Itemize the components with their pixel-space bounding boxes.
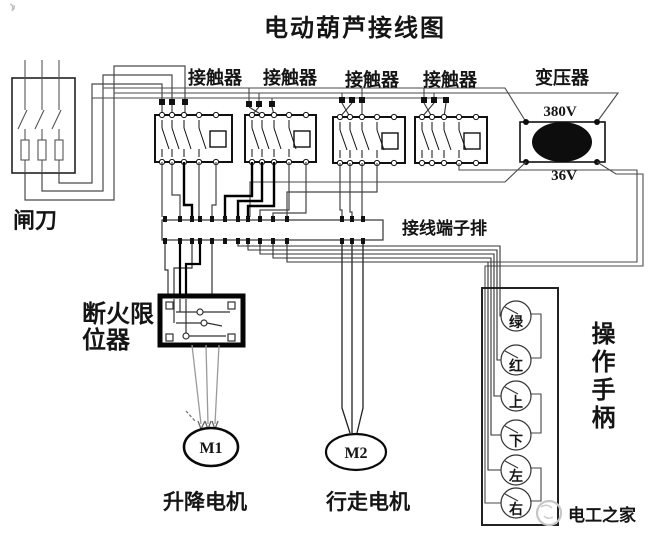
contactor-terminals — [158, 111, 220, 166]
coil-symbol — [381, 132, 399, 150]
motor-m2-caption: 行走电机 — [325, 490, 410, 514]
knife-switch-label: 闸刀 — [13, 208, 57, 233]
motor-m2-id: M2 — [344, 445, 367, 462]
fire-limiter-label-line1: 断火限 — [82, 300, 154, 328]
handle-button-left: 左 — [500, 454, 532, 486]
handle-step-wires — [531, 313, 542, 502]
handle-button-green: 绿 — [500, 300, 532, 332]
contactor-4 — [414, 113, 488, 167]
operator-handle: 绿 红 上 下 左 右 — [481, 287, 559, 526]
contactor-3-label: 接触器 — [345, 69, 400, 90]
limiter-corner-terminals — [165, 301, 236, 342]
contactor-2-label: 接触器 — [263, 67, 318, 88]
limiter-input-wires — [164, 244, 213, 296]
secondary-voltage-label: 36V — [551, 168, 577, 184]
watermark-text: 电工之家 — [568, 505, 636, 525]
fire-limiter-label-line2: 位器 — [82, 326, 131, 354]
primary-voltage-label: 380V — [543, 104, 577, 120]
page-title: 电动葫芦接线图 — [264, 15, 446, 42]
contactor-1 — [154, 111, 233, 166]
contactor-2 — [244, 111, 317, 166]
transformer-core — [532, 122, 592, 162]
handle-button-red: 红 — [500, 344, 532, 376]
transformer — [519, 119, 606, 165]
handle-button-down: 下 — [500, 419, 532, 451]
contactor-1-label: 接触器 — [188, 67, 243, 88]
supply-wires — [24, 65, 186, 201]
motor-m1-caption: 升降电机 — [163, 490, 247, 514]
feed-wires — [92, 87, 620, 123]
coil-symbol — [293, 130, 311, 148]
m2-wires — [341, 244, 364, 434]
handle-label: 操作手柄 — [587, 321, 614, 433]
watermark-logo-icon — [540, 504, 554, 520]
handle-button-label: 红 — [509, 358, 523, 374]
handle-button-label: 下 — [509, 433, 523, 449]
contactor-3 — [332, 113, 406, 167]
m1-lead-wires — [185, 344, 220, 430]
arrow-down-icon — [197, 420, 219, 430]
coil-symbol — [463, 132, 481, 150]
handle-button-up: 上 — [500, 380, 532, 412]
handle-button-label: 上 — [509, 394, 523, 410]
handle-button-right: 右 — [500, 487, 532, 519]
handle-button-label: 左 — [508, 468, 523, 484]
motor-m1: M1 — [182, 426, 240, 468]
limiter-contacts — [173, 299, 230, 340]
contactor-to-block-wires — [161, 162, 378, 217]
scan-smudge — [9, 3, 16, 12]
knife-switch — [11, 60, 76, 174]
watermark-logo-icon — [535, 499, 563, 527]
coil-symbol — [209, 130, 227, 148]
terminal-block-label: 接线端子排 — [402, 218, 487, 238]
motor-m1-id: M1 — [199, 440, 222, 457]
watermark: 电工之家 — [535, 499, 636, 527]
motor-m2: M2 — [324, 432, 388, 472]
transformer-label: 变压器 — [535, 67, 590, 88]
terminal-block-terminals — [163, 216, 365, 244]
knife-poles — [17, 60, 64, 173]
handle-button-label: 右 — [508, 501, 523, 517]
wire-junctions — [159, 97, 449, 107]
contactor-4-label: 接触器 — [423, 69, 478, 90]
terminal-block — [161, 216, 384, 244]
handle-button-label: 绿 — [509, 314, 524, 330]
fire-limiter — [157, 293, 246, 348]
